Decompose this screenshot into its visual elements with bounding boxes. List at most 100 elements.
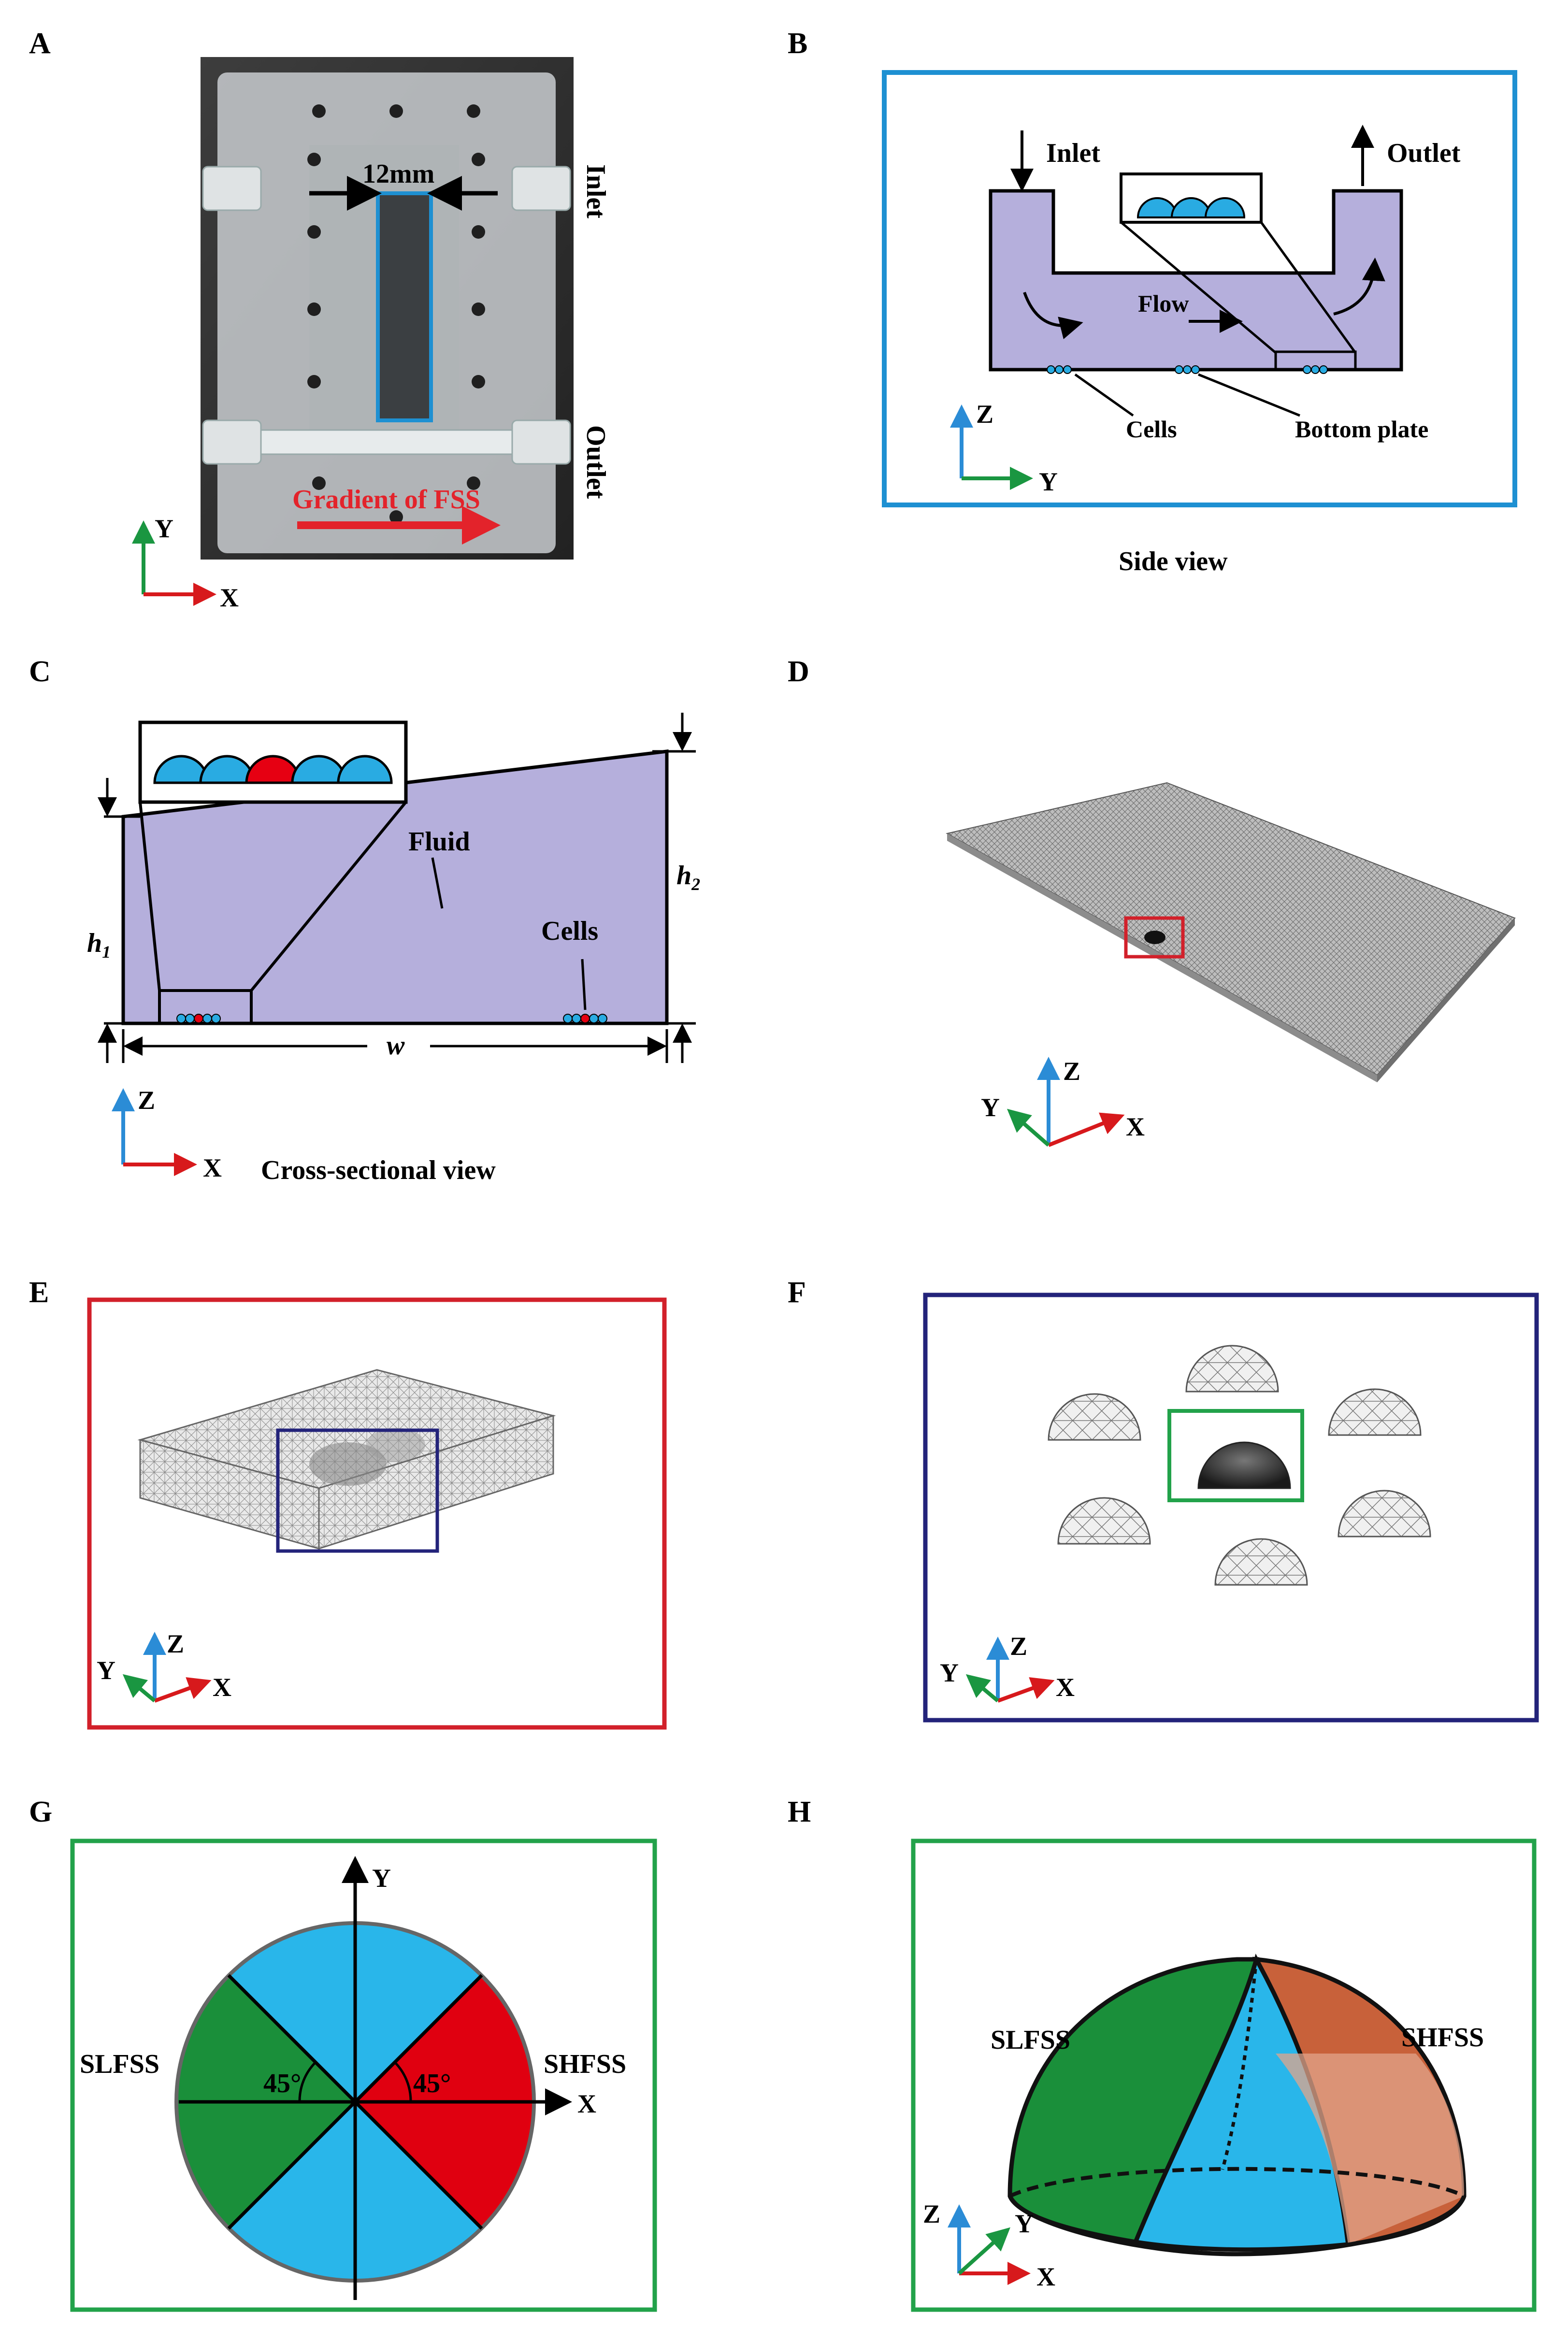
axis-x-label: X (1056, 1673, 1075, 1702)
axis-z-label: Z (1010, 1632, 1027, 1661)
axis-x-label: X (577, 2089, 596, 2118)
axis-x-label: X (213, 1673, 231, 1702)
cells-leader (1074, 373, 1134, 417)
axis-y-label: Y (97, 1656, 115, 1685)
angle-right-label: 45° (413, 2069, 451, 2098)
zoom-line-left (1120, 221, 1277, 354)
panel-e: E Z Y X (29, 1276, 667, 1730)
side-view-caption: Side view (1119, 546, 1228, 576)
dome-base-dashed (1009, 2167, 1465, 2198)
central-cell-dome (1197, 1441, 1291, 1489)
axes-e: Z Y X (97, 1629, 231, 1703)
panel-e-letter: E (29, 1276, 49, 1309)
side-outlet-label: Outlet (1387, 138, 1461, 168)
axes-f: Z Y X (940, 1632, 1075, 1703)
flow-curve-right (1333, 258, 1385, 316)
h1-label: h1 (87, 928, 111, 962)
panel-b: B Inlet Outlet Flow Cells (788, 27, 1517, 576)
axes-b: Z Y (950, 400, 1058, 496)
panel-g-frame (70, 1839, 657, 2312)
outlet-label: Outlet (581, 425, 611, 499)
flow-curve-left (1023, 292, 1083, 339)
zoom-line-right (1260, 221, 1357, 354)
axes-c: Z X (112, 1086, 222, 1182)
flow-label: Flow (1138, 290, 1189, 317)
axis-z-label: Z (923, 2199, 940, 2228)
cell-cluster-shadow (309, 1442, 387, 1486)
cross-cells-label: Cells (541, 916, 598, 946)
axis-x-label: X (1036, 2262, 1055, 2291)
dome-shfss-inner (1276, 2054, 1464, 2244)
dome-slfss-label: SLFSS (991, 2025, 1070, 2055)
channel-mesh-end (1377, 918, 1515, 1082)
side-cells-label: Cells (1126, 416, 1177, 443)
zoom-region-box (1124, 916, 1185, 959)
axis-y-label: Y (155, 514, 173, 543)
device-screw-holes (307, 104, 485, 524)
axis-x-label: X (220, 583, 239, 612)
panel-b-letter: B (788, 27, 807, 60)
angle-arc-right (394, 2061, 412, 2102)
gradient-label: Gradient of FSS (292, 485, 480, 515)
panel-g-letter: G (29, 1796, 52, 1828)
panel-h: H SLFSS SHFSS Z Y X (788, 1796, 1537, 2312)
fluid-leader (431, 857, 444, 909)
axis-x-label: X (1126, 1112, 1145, 1141)
dome-shfss-label: SHFSS (1401, 2023, 1484, 2053)
panel-f-letter: F (788, 1276, 806, 1309)
central-cell-box (1167, 1409, 1304, 1502)
panel-g: G Y X 45° 45° SLFSS SHFSS (29, 1796, 657, 2312)
panel-d: D Z Y X (788, 655, 1516, 1147)
panel-b-frame (882, 70, 1517, 507)
axis-x-label: X (203, 1153, 222, 1182)
axis-z-label: Z (1063, 1057, 1080, 1086)
panel-a-letter: A (29, 27, 51, 60)
axis-y-label: Y (940, 1658, 959, 1687)
slfss-label: SLFSS (80, 2049, 159, 2079)
axis-y-label: Y (1015, 2209, 1034, 2238)
panel-c-letter: C (29, 655, 51, 688)
panel-c: C Cells Fluid (29, 655, 700, 1185)
cross-section-caption: Cross-sectional view (261, 1155, 496, 1185)
channel-mesh-top (946, 782, 1516, 1076)
side-chamber (989, 189, 1403, 372)
angle-left-label: 45° (263, 2069, 301, 2098)
floor-cells (1047, 365, 1328, 374)
w-label: w (387, 1031, 405, 1061)
cross-zoom-line-right (250, 801, 407, 992)
refined-mesh-region (1144, 931, 1165, 944)
cross-zoom-cells (153, 755, 393, 784)
inlet-connectors (202, 166, 571, 465)
side-inlet-label: Inlet (1046, 138, 1100, 168)
cross-floor-cells-left (176, 1014, 221, 1023)
width-label: 12mm (362, 159, 434, 189)
dome-base-front (1007, 2195, 1467, 2256)
panel-e-frame (87, 1297, 667, 1730)
shfss-label: SHFSS (544, 2049, 626, 2079)
axis-y-label: Y (372, 1864, 391, 1893)
mesh-domes (1048, 1345, 1431, 1586)
axis-z-label: Z (167, 1629, 184, 1658)
axis-z-label: Z (138, 1086, 155, 1115)
cell-cluster-shadow-2 (367, 1428, 425, 1462)
inlet-label: Inlet (581, 164, 611, 218)
fluid-region (121, 749, 669, 1025)
bottom-plate-leader (1198, 373, 1300, 417)
channel-outline (376, 191, 433, 422)
cross-cells-box (158, 989, 253, 1025)
panel-f-frame (923, 1293, 1539, 1723)
cross-zoom-line-left (139, 802, 161, 991)
axes-h: Z Y X (923, 2199, 1055, 2291)
bottom-plate-label: Bottom plate (1295, 416, 1428, 443)
cells-leader-c (581, 959, 587, 1010)
axis-y-label: Y (1039, 467, 1058, 496)
panel-h-letter: H (788, 1796, 811, 1828)
panel-h-frame (911, 1839, 1537, 2312)
axis-z-label: Z (976, 400, 993, 429)
panel-f: F Z Y X (788, 1276, 1539, 1723)
axes-a: Y X (132, 514, 239, 612)
panel-d-letter: D (788, 655, 809, 688)
fluid-label: Fluid (408, 827, 470, 857)
cross-floor-cells-right (563, 1014, 607, 1023)
